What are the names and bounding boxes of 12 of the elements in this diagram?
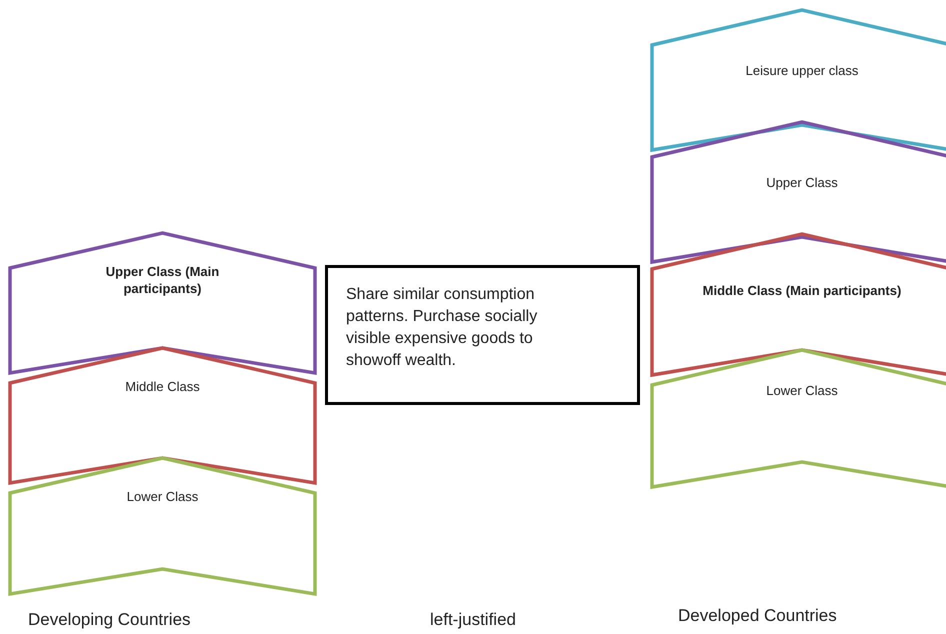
class-label: Leisure upper class: [744, 62, 860, 79]
class-label: Lower Class: [765, 382, 839, 399]
column-caption: left-justified: [430, 610, 516, 630]
class-label: Lower Class: [126, 488, 200, 505]
class-label: Middle Class (Main participants): [702, 282, 902, 299]
class-label: Middle Class: [124, 378, 201, 395]
class-label: Upper Class: [765, 174, 839, 191]
text-box: [325, 265, 640, 405]
column-caption: Developed Countries: [678, 606, 837, 626]
column-caption: Developing Countries: [28, 610, 191, 630]
class-label: Upper Class (Main participants): [104, 263, 220, 297]
description-text: Share similar consumption patterns. Purchase socially visible expensive goods to showoff wealth.: [346, 285, 538, 371]
